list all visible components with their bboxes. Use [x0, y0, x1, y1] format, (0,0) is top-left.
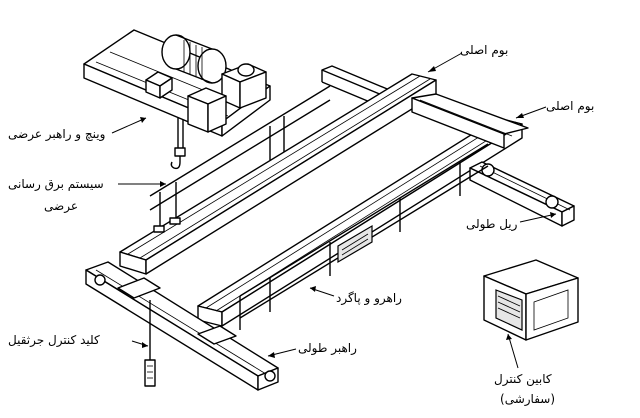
winch-trolley [83, 29, 271, 170]
label-pendant: کلید کنترل جرثقیل [8, 333, 100, 348]
cross-power-system [149, 85, 331, 233]
pendant-control [144, 300, 156, 387]
label-cross-power: سیستم برق رسانی [8, 177, 104, 192]
label-cabin-1: کابین کنترل [494, 372, 552, 387]
label-long-drive: راهبر طولی [298, 341, 357, 356]
long-rail [469, 161, 575, 227]
label-main-girder-1: بوم اصلی [460, 43, 508, 58]
far-end-carriage [411, 93, 529, 149]
label-main-girder-2: بوم اصلی [546, 99, 594, 114]
label-cabin-2: (سفارشی) [500, 392, 555, 407]
walkway [239, 143, 489, 330]
main-girder-lower [197, 117, 523, 327]
main-girder-upper [119, 73, 437, 275]
pointers [111, 52, 557, 369]
label-winch-trolley: وینچ و راهبر عرضی [8, 127, 105, 142]
control-cabin [483, 259, 579, 341]
label-cross-power-2: عرضی [44, 199, 78, 214]
long-drive-carriage [85, 261, 279, 391]
label-walkway: راهرو و پاگرد [336, 291, 402, 306]
label-long-rail: ریل طولی [466, 217, 518, 232]
